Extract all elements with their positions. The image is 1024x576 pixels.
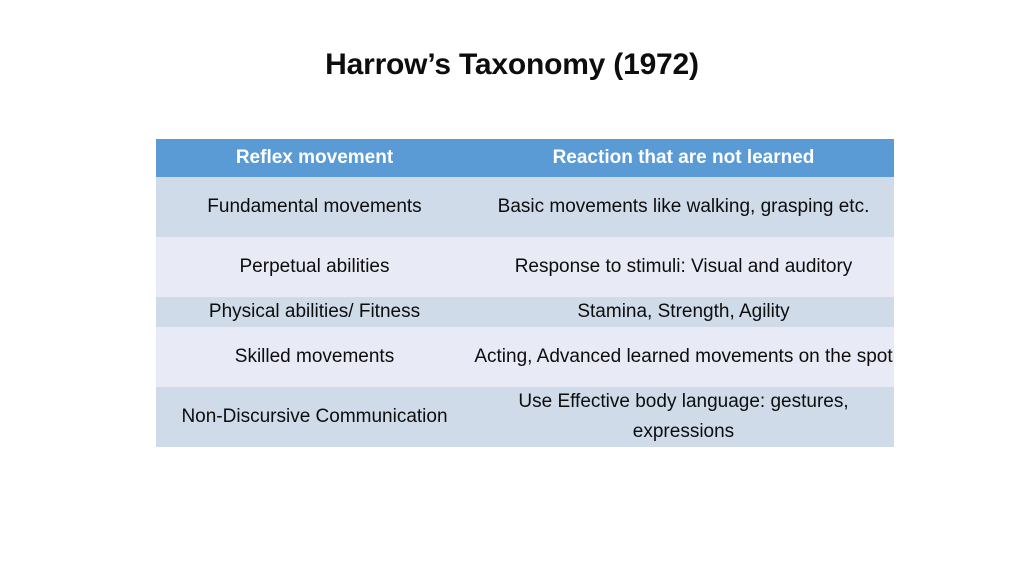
- cell-category: Physical abilities/ Fitness: [156, 297, 473, 327]
- cell-category: Skilled movements: [156, 327, 473, 387]
- cell-category: Perpetual abilities: [156, 237, 473, 297]
- table-row: Perpetual abilities Response to stimuli:…: [156, 237, 894, 297]
- table-row: Non-Discursive Communication Use Effecti…: [156, 387, 894, 447]
- page-title: Harrow’s Taxonomy (1972): [325, 48, 699, 81]
- cell-category: Non-Discursive Communication: [156, 387, 473, 447]
- harrow-taxonomy-table: Reflex movement Reaction that are not le…: [156, 139, 894, 447]
- table-header-row: Reflex movement Reaction that are not le…: [156, 139, 894, 177]
- cell-description: Basic movements like walking, grasping e…: [473, 177, 894, 237]
- cell-description: Use Effective body language: gestures, e…: [473, 387, 894, 447]
- cell-description: Acting, Advanced learned movements on th…: [473, 327, 894, 387]
- table-row: Physical abilities/ Fitness Stamina, Str…: [156, 297, 894, 327]
- cell-description: Stamina, Strength, Agility: [473, 297, 894, 327]
- cell-category: Fundamental movements: [156, 177, 473, 237]
- cell-description: Response to stimuli: Visual and auditory: [473, 237, 894, 297]
- table-row: Fundamental movements Basic movements li…: [156, 177, 894, 237]
- table-row: Skilled movements Acting, Advanced learn…: [156, 327, 894, 387]
- column-header-description: Reaction that are not learned: [473, 139, 894, 177]
- column-header-category: Reflex movement: [156, 139, 473, 177]
